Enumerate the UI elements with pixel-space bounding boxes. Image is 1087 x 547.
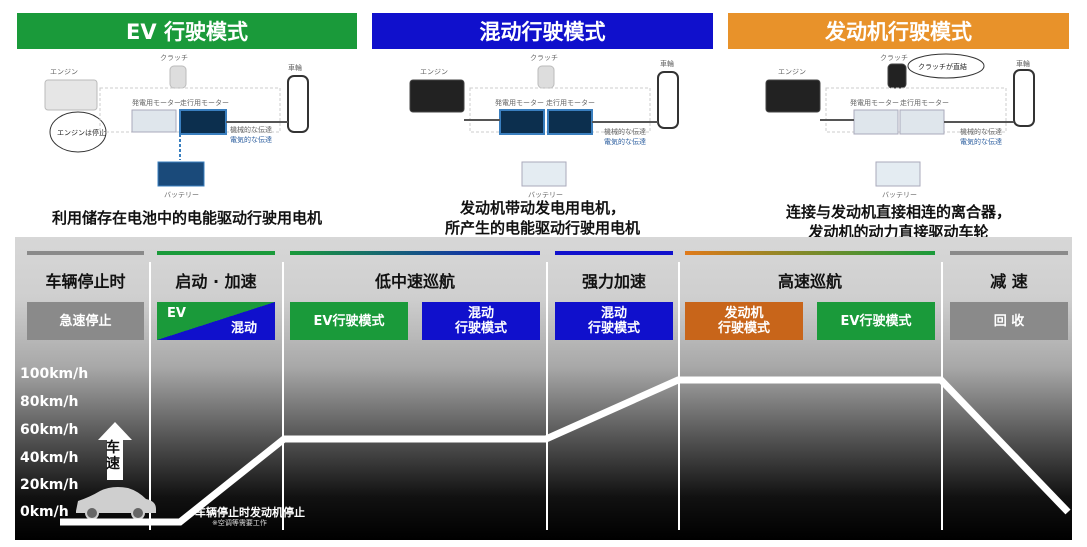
svg-text:エンジン: エンジン bbox=[778, 68, 806, 76]
ev-mode-diagram: エンジン エンジンは停止 クラッチ 発電用モーター 走行用モーター 車輪 機械的… bbox=[44, 54, 309, 199]
phase-bar-low bbox=[290, 251, 540, 255]
drive-motor-icon bbox=[547, 109, 593, 135]
hybrid-mode-diagram: エンジン クラッチ 発電用モーター 走行用モーター 車輪 機械的な伝達 電気的な… bbox=[409, 54, 679, 199]
header-hybrid-mode: 混动行驶模式 bbox=[372, 13, 713, 49]
mode-box-high-engine: 发动机行驶模式 bbox=[685, 302, 803, 340]
caption-engine: 连接与发动机直接相连的离合器， 发动机的动力直接驱动车轮 bbox=[785, 203, 1011, 241]
svg-text:エンジン: エンジン bbox=[420, 68, 448, 76]
divider bbox=[149, 262, 151, 530]
generator-icon bbox=[131, 109, 177, 133]
phase-bar-start bbox=[157, 251, 275, 255]
svg-text:発電用モーター: 発電用モーター bbox=[132, 98, 181, 107]
wheel-icon bbox=[657, 71, 679, 129]
mode-box-high-ev: EV行驶模式 bbox=[817, 302, 935, 340]
battery-icon bbox=[875, 161, 921, 187]
phase-title-power: 强力加速 bbox=[581, 272, 646, 291]
svg-text:機械的な伝達: 機械的な伝達 bbox=[230, 125, 272, 134]
drive-motor-icon bbox=[899, 109, 945, 135]
engine-icon bbox=[44, 79, 98, 111]
phase-bar-stop bbox=[27, 251, 144, 255]
svg-text:電気的な伝達: 電気的な伝達 bbox=[604, 137, 646, 146]
stop-note-small: ※空调等需要工作 bbox=[212, 519, 267, 527]
speed-line bbox=[60, 376, 1071, 526]
svg-text:クラッチ: クラッチ bbox=[530, 54, 558, 62]
car-icon bbox=[76, 487, 156, 520]
phase-title-decel: 减 速 bbox=[990, 272, 1028, 291]
engine-mode-diagram: エンジン クラッチ クラッチが直結 発電用モーター 走行用モーター 車輪 機械的… bbox=[765, 53, 1035, 199]
mode-box-low-hybrid: 混动行驶模式 bbox=[422, 302, 540, 340]
phase-bar-high bbox=[685, 251, 935, 255]
wheel-icon bbox=[287, 75, 309, 133]
caption-ev: 利用储存在电池中的电能驱动行驶用电机 bbox=[51, 209, 322, 227]
wheel-icon bbox=[1013, 69, 1035, 127]
svg-text:車輪: 車輪 bbox=[1016, 59, 1030, 68]
mode-box-low-ev: EV行驶模式 bbox=[290, 302, 408, 340]
phase-bar-decel bbox=[950, 251, 1068, 255]
speed-tick-40: 40km/h bbox=[20, 450, 79, 466]
mode-box-decel: 回 收 bbox=[950, 302, 1068, 340]
driving-phase-panel bbox=[15, 237, 1072, 540]
speed-arrow-label: 车 速 bbox=[106, 440, 120, 472]
speed-arrow-icon bbox=[98, 422, 132, 480]
svg-text:走行用モーター: 走行用モーター bbox=[180, 98, 229, 107]
speed-tick-100: 100km/h bbox=[20, 366, 89, 382]
speed-tick-0: 0km/h bbox=[20, 504, 69, 520]
caption-hybrid: 发动机带动发电用电机， 所产生的电能驱动行驶用电机 bbox=[444, 199, 640, 237]
svg-text:バッテリー: バッテリー bbox=[164, 191, 199, 199]
phase-title-high: 高速巡航 bbox=[777, 272, 842, 291]
drive-motor-icon bbox=[179, 109, 227, 135]
clutch-engaged-circle bbox=[907, 53, 985, 79]
svg-text:発電用モーター: 発電用モーター bbox=[495, 98, 544, 107]
speed-tick-80: 80km/h bbox=[20, 394, 79, 410]
engine-icon bbox=[765, 79, 821, 113]
svg-text:車輪: 車輪 bbox=[660, 59, 674, 68]
phase-title-stop: 车辆停止时 bbox=[45, 272, 126, 291]
battery-icon bbox=[521, 161, 567, 187]
svg-text:車輪: 車輪 bbox=[288, 63, 302, 72]
svg-text:バッテリー: バッテリー bbox=[528, 191, 563, 199]
divider bbox=[546, 262, 548, 530]
svg-text:クラッチが直結: クラッチが直結 bbox=[918, 62, 967, 71]
header-ev-mode: EV 行驶模式 bbox=[17, 13, 357, 49]
mode-label-hybrid: 混动 bbox=[230, 321, 257, 336]
phase-bar-power bbox=[555, 251, 673, 255]
phase-title-start: 启动 · 加速 bbox=[175, 272, 257, 291]
battery-icon bbox=[157, 161, 205, 187]
svg-text:走行用モーター: 走行用モーター bbox=[900, 98, 949, 107]
generator-icon bbox=[499, 109, 545, 135]
svg-text:発電用モーター: 発電用モーター bbox=[850, 98, 899, 107]
svg-text:エンジンは停止: エンジンは停止 bbox=[57, 128, 106, 137]
svg-text:電気的な伝達: 電気的な伝達 bbox=[230, 135, 272, 144]
phase-title-low: 低中速巡航 bbox=[374, 272, 455, 291]
speed-tick-20: 20km/h bbox=[20, 477, 79, 493]
svg-text:走行用モーター: 走行用モーター bbox=[546, 98, 595, 107]
mode-box-start: EV 混动 bbox=[157, 302, 275, 340]
mode-box-stop: 急速停止 bbox=[27, 302, 144, 340]
svg-text:クラッチ: クラッチ bbox=[880, 54, 908, 62]
svg-text:電気的な伝達: 電気的な伝達 bbox=[960, 137, 1002, 146]
svg-text:バッテリー: バッテリー bbox=[882, 191, 917, 199]
divider bbox=[678, 262, 680, 530]
speed-tick-60: 60km/h bbox=[20, 422, 79, 438]
stop-note: 车辆停止时发动机停止 bbox=[195, 506, 305, 519]
mode-label-ev: EV bbox=[167, 306, 186, 321]
svg-text:機械的な伝達: 機械的な伝達 bbox=[604, 127, 646, 136]
svg-text:機械的な伝達: 機械的な伝達 bbox=[960, 127, 1002, 136]
divider bbox=[941, 262, 943, 530]
header-engine-mode: 发动机行驶模式 bbox=[728, 13, 1069, 49]
mode-box-power-hybrid: 混动行驶模式 bbox=[555, 302, 673, 340]
generator-icon bbox=[853, 109, 899, 135]
svg-text:クラッチ: クラッチ bbox=[160, 54, 188, 62]
divider bbox=[282, 262, 284, 530]
engine-label: エンジン bbox=[50, 68, 78, 76]
engine-icon bbox=[409, 79, 465, 113]
